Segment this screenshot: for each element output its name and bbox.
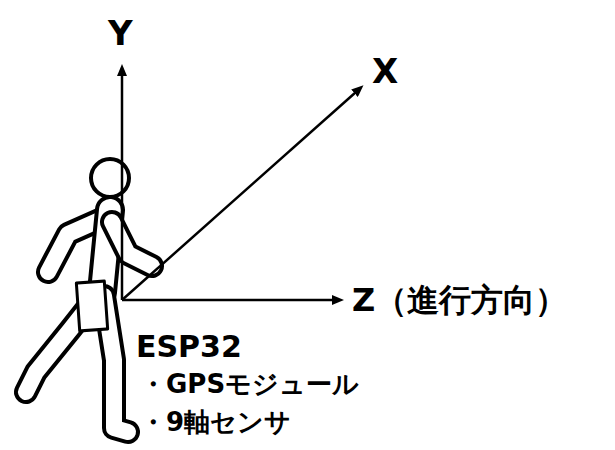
axis-label: X [372,52,398,91]
arm-fill [112,222,152,266]
label-slot: Z（進行方向） [352,282,567,319]
axis-label: Y [108,14,133,53]
label-slot: Y [108,14,133,53]
device-name: ESP32 [136,330,242,365]
axis-label: Z（進行方向） [352,282,567,319]
person-figure [26,159,152,432]
label-slot: ESP32 [136,330,242,365]
component-item: ・9軸センサ [140,408,291,438]
esp32-device [76,281,107,331]
x-axis [122,92,356,300]
head [91,159,129,197]
z-axis [122,299,334,302]
axes [122,74,356,300]
label-slot: ・9軸センサ [140,408,291,438]
arm-outline [112,222,152,266]
component-item: ・GPSモジュール [140,370,359,400]
label-slot: X [372,52,398,91]
y-axis [121,74,124,300]
label-slot: ・GPSモジュール [140,370,359,400]
